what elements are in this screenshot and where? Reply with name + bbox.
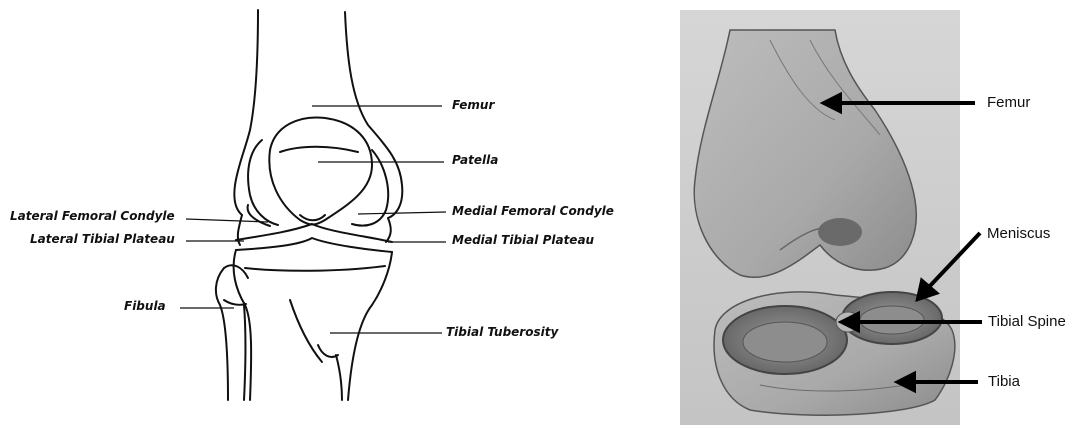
label-lateral-femoral-condyle: Lateral Femoral Condyle [10,209,175,223]
label-meniscus: Meniscus [987,225,1050,242]
label-medial-femoral-condyle: Medial Femoral Condyle [452,204,614,218]
label-femur-left: Femur [452,98,494,112]
label-patella: Patella [452,153,498,167]
knee-line-diagram: Femur Patella Lateral Femoral Condyle La… [0,0,640,427]
label-lateral-tibial-plateau: Lateral Tibial Plateau [30,232,175,246]
label-fibula: Fibula [124,299,166,313]
label-tibia: Tibia [988,373,1020,390]
medial-femoral-condyle-leader [358,212,446,214]
label-tibial-spine: Tibial Spine [988,313,1066,330]
label-femur-right: Femur [987,94,1030,111]
knee-illustration-panel: Femur Meniscus Tibial Spine Tibia [660,0,1091,427]
label-tibial-tuberosity: Tibial Tuberosity [446,325,558,339]
label-medial-tibial-plateau: Medial Tibial Plateau [452,233,594,247]
knee-illustration [660,0,1091,427]
